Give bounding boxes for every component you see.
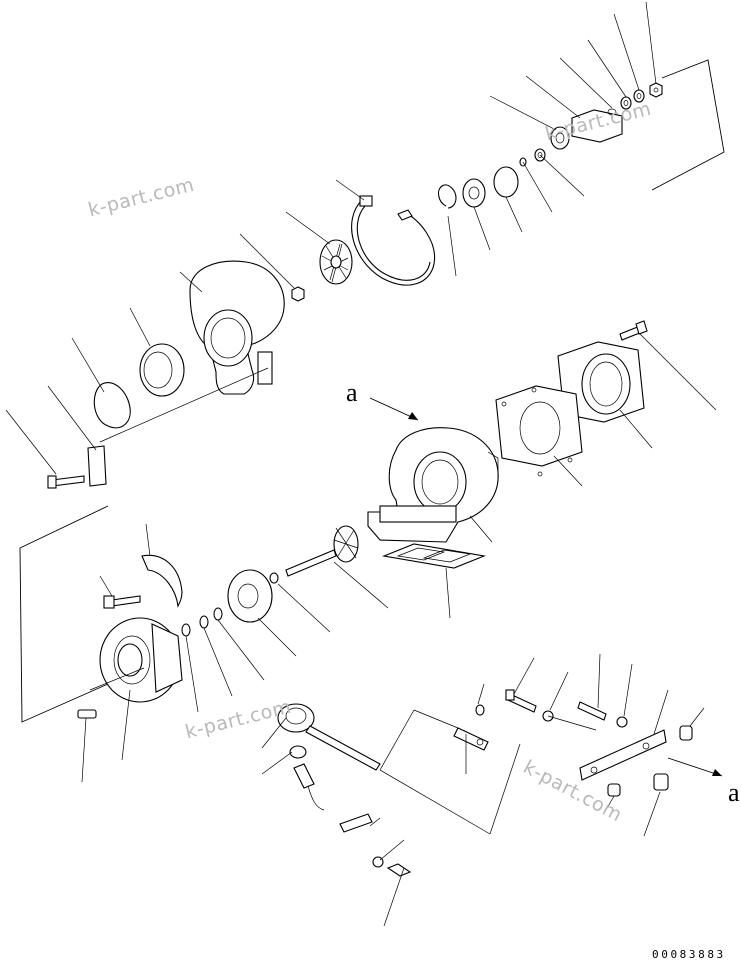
leader-lines-top (5, 1, 657, 475)
pipe-clip-part (453, 704, 489, 751)
center-housing-part (99, 617, 183, 703)
bracket-bolts-part (505, 689, 628, 728)
center-bolt-part (103, 595, 141, 609)
wheel-nut-part (291, 286, 305, 302)
thrust-collar-part (550, 126, 570, 150)
reference-label-a-right: a (728, 778, 740, 807)
bolt-part (47, 475, 85, 489)
retaining-ring-part (93, 382, 131, 429)
clamp-band-part (351, 195, 436, 286)
reference-arrow-a-right (667, 757, 723, 777)
seal-rings-part (181, 607, 223, 637)
spacer-collars-part (607, 725, 693, 797)
leader-lines-bracket (513, 653, 705, 837)
heat-shield-part (141, 554, 183, 608)
bearing-part (227, 569, 273, 623)
bracket-plate-part (579, 729, 667, 781)
reference-label-a-top: a (346, 378, 358, 407)
dowel-pin-part (77, 709, 97, 719)
leader-lines-turbine (469, 333, 717, 543)
elbow-flange-part (557, 341, 645, 423)
small-nut-part (534, 148, 546, 162)
lock-nut-part (649, 82, 663, 98)
group-bracket-left (19, 505, 109, 723)
connector-part (372, 856, 412, 877)
leader-lines-center (81, 523, 451, 783)
reference-arrow-a-top (369, 397, 419, 421)
bolt-turbine-part (619, 320, 648, 341)
group-bracket-top-right (651, 59, 725, 191)
compressor-wheel-part (319, 239, 353, 285)
nut-part (620, 96, 632, 110)
exhaust-gasket-part (381, 543, 487, 569)
snap-ring-part (437, 184, 457, 209)
thrust-bearing-disc-part (462, 178, 486, 208)
pipe-fitting-part (289, 745, 307, 759)
turbine-wheel-shaft-part (285, 525, 359, 577)
diffuser-ring-part (139, 343, 185, 397)
washer-part (633, 89, 645, 103)
lock-plate-part (87, 445, 107, 487)
o-ring-part (493, 166, 519, 198)
document-number: 00083883 (652, 948, 726, 961)
compressor-housing-part (189, 260, 285, 395)
hose-part (293, 763, 373, 833)
oil-drain-pipe-part (277, 703, 381, 771)
leader-lines-oil (261, 683, 521, 927)
thrust-ring-part (269, 572, 279, 584)
flange-gasket-part (495, 385, 583, 477)
turbine-housing-part (367, 427, 499, 543)
insert-plate-part (571, 108, 623, 143)
